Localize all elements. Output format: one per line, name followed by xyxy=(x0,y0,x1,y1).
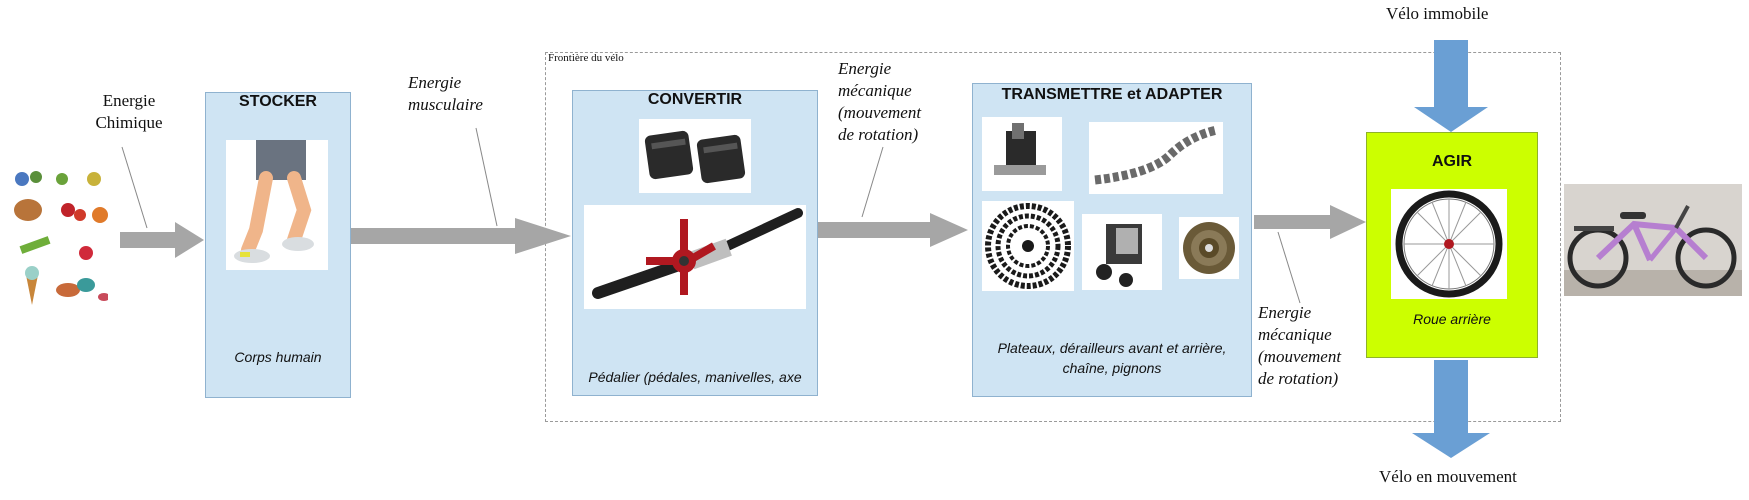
block-caption-agir: Roue arrière xyxy=(1413,311,1491,327)
leader-chemical xyxy=(121,146,148,229)
arrow-output-bottom xyxy=(1412,360,1490,458)
arrow-mechanical-2 xyxy=(1254,205,1366,239)
block-title-agir: AGIR xyxy=(1432,153,1472,170)
cassette-icon xyxy=(1179,217,1239,279)
crankset-icon xyxy=(584,205,806,309)
leader-mechanical-2 xyxy=(1277,231,1301,304)
block-title-transmettre: TRANSMETTRE et ADAPTER xyxy=(1001,86,1223,103)
chainrings-icon xyxy=(982,201,1074,291)
flow-label-chemical: Energie Chimique xyxy=(95,91,163,132)
arrow-mechanical-1 xyxy=(818,213,968,247)
rear-derailleur-icon xyxy=(1082,214,1162,290)
output-label-bottom: Vélo en mouvement xyxy=(1379,467,1517,486)
flow-label-mechanical-1: Energie mécanique (mouvement de rotation… xyxy=(838,59,922,144)
chain-icon xyxy=(1089,122,1223,194)
derailleur-icon xyxy=(982,117,1062,191)
arrow-chemical xyxy=(120,222,204,258)
bicycle-photo xyxy=(1564,184,1742,296)
block-agir: AGIR Roue arrière xyxy=(1366,132,1538,358)
arrow-input-top xyxy=(1414,40,1488,132)
block-title-convertir: CONVERTIR xyxy=(647,91,743,108)
block-stocker: STOCKER Corps humain xyxy=(205,92,351,398)
input-label-top: Vélo immobile xyxy=(1386,4,1489,23)
block-transmettre: TRANSMETTRE et ADAPTER xyxy=(972,83,1252,397)
arrow-muscular xyxy=(350,218,571,254)
block-caption-convertir: Pédalier (pédales, manivelles, axe xyxy=(588,369,802,385)
block-convertir: CONVERTIR Pédalier (pédales, manivelles,… xyxy=(572,90,818,396)
pedals-icon xyxy=(639,119,751,193)
block-title-stocker: STOCKER xyxy=(239,93,317,110)
block-caption-stocker: Corps humain xyxy=(234,349,322,365)
food-icon xyxy=(8,165,110,315)
leader-muscular xyxy=(475,127,498,227)
wheel-icon xyxy=(1391,189,1507,299)
legs-icon xyxy=(226,140,328,270)
flow-label-mechanical-2: Energie mécanique (mouvement de rotation… xyxy=(1258,303,1342,388)
flow-label-muscular: Energie musculaire xyxy=(408,73,483,114)
leader-mechanical-1 xyxy=(861,146,884,218)
frontier-label: Frontière du vélo xyxy=(548,52,624,64)
block-caption-transmettre: Plateaux, dérailleurs avant et arrière, … xyxy=(997,340,1227,376)
